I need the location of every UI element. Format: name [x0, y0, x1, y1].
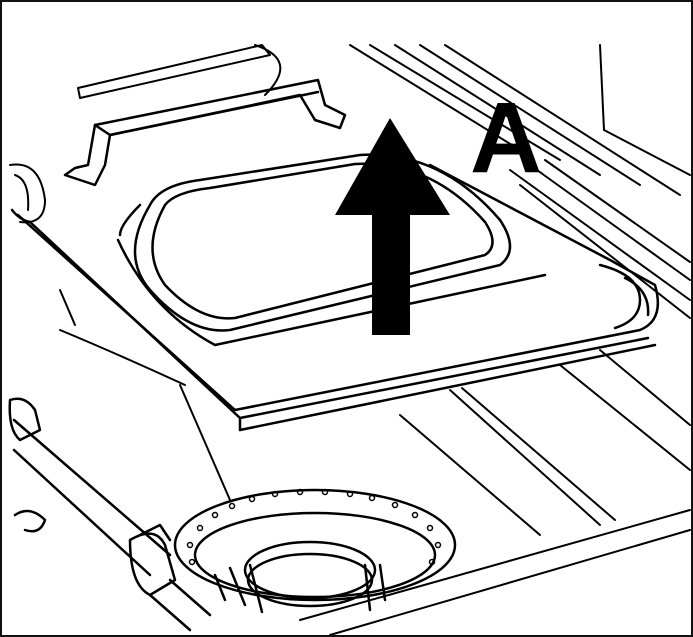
cover-plate: [10, 163, 660, 432]
hatching-lines: [349, 44, 691, 319]
callout-label: A: [470, 82, 543, 194]
round-filter: [173, 488, 457, 614]
spray-arm: [8, 397, 212, 632]
cover-recess: [116, 153, 547, 347]
rack-edges: [9, 44, 282, 224]
up-arrow-icon: [335, 118, 450, 335]
floor-lines: [59, 289, 691, 636]
cover-handle: [63, 78, 347, 187]
